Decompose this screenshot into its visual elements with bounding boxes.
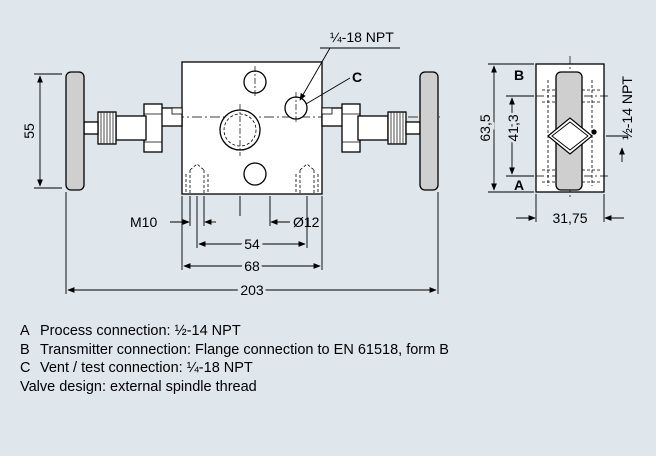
front-view <box>65 61 440 195</box>
label-dim-635: 63,5 <box>477 114 493 141</box>
label-dim-d12: Ø12 <box>293 214 320 230</box>
right-handwheel <box>419 71 439 191</box>
label-side-a: A <box>514 177 524 193</box>
legend-key: C <box>20 360 31 376</box>
label-dim-203: 203 <box>240 282 264 298</box>
label-dim-54: 54 <box>244 236 260 252</box>
legend-item-b: B Transmitter connection: Flange connecti… <box>20 341 449 360</box>
technical-drawing: ¼-18 NPT C 55 M10 Ø12 54 68 203 B A 63,5… <box>21 29 635 298</box>
left-handwheel <box>65 71 85 191</box>
legend-note: Valve design: external spindle thread <box>20 378 257 395</box>
label-dim-m10: M10 <box>130 214 157 230</box>
label-callout-c: C <box>352 69 362 85</box>
side-dimensions <box>488 63 628 222</box>
label-side-b: B <box>514 67 524 83</box>
label-dim-68: 68 <box>244 258 260 274</box>
label-thread-side: ½-14 NPT <box>619 76 635 140</box>
legend: A Process connection: ½-14 NPT B Transmitt… <box>20 322 449 396</box>
label-dim-55: 55 <box>21 123 37 139</box>
front-dimensions <box>34 47 439 294</box>
legend-key: B <box>20 341 30 358</box>
label-thread-top: ¼-18 NPT <box>330 29 394 45</box>
legend-key: A <box>20 323 30 339</box>
legend-item-a: A Process connection: ½-14 NPT <box>20 322 449 341</box>
right-valve <box>321 71 439 191</box>
legend-text: Process connection: ½-14 NPT <box>40 323 241 339</box>
label-dim-3175: 31,75 <box>552 210 587 226</box>
legend-text: Vent / test connection: ¼-18 NPT <box>40 360 253 376</box>
left-valve <box>65 71 183 191</box>
legend-text: Transmitter connection: Flange connectio… <box>40 341 449 358</box>
label-dim-413: 41,3 <box>505 114 521 141</box>
lower-hole <box>243 162 267 186</box>
side-view <box>520 56 610 198</box>
legend-item-c: C Vent / test connection: ¼-18 NPT <box>20 359 449 378</box>
